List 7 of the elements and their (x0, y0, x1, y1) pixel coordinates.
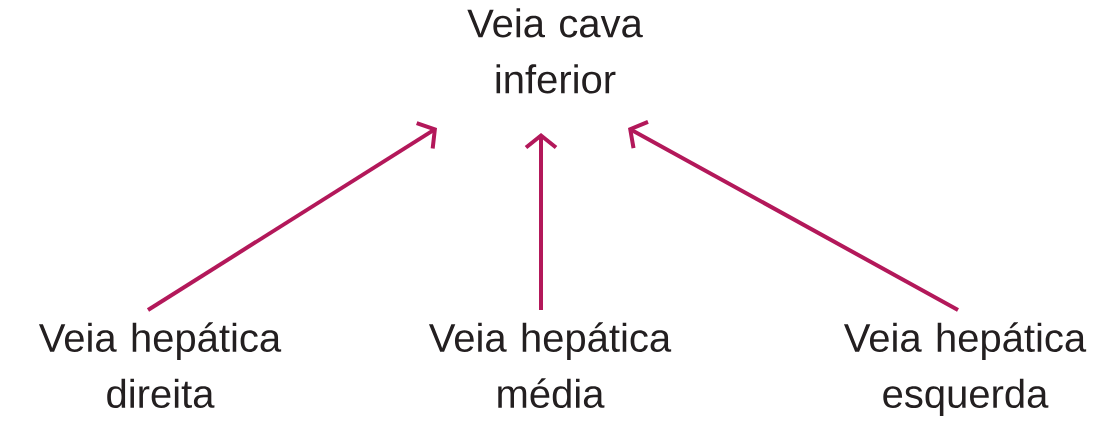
label-text: Veia hepática esquerda (843, 322, 1087, 416)
arrow (628, 120, 959, 312)
label-text: Veia hepática média (428, 322, 672, 409)
arrow (524, 133, 558, 310)
label-text: Veia cava inferior (467, 8, 643, 94)
label-text: Veia hepática direita (38, 322, 282, 409)
arrow (146, 121, 437, 312)
